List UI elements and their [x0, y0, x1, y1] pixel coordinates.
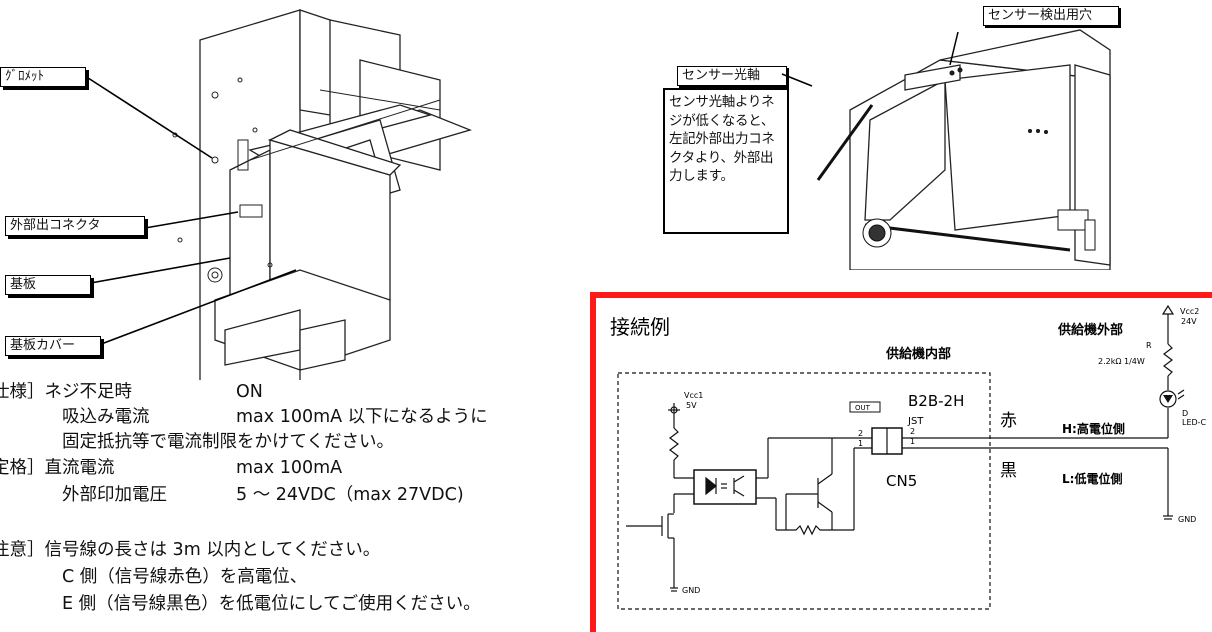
vcc2-label: Vcc2 [1180, 307, 1199, 316]
low-side-label: L:低電位側 [1062, 471, 1122, 486]
sensor-axis-leader [781, 73, 813, 87]
vcc1-label: Vcc1 [684, 391, 703, 400]
connector-name: CN5 [886, 472, 917, 490]
led-d-label: D [1182, 409, 1188, 418]
spec-label: 外部印加電圧 [0, 485, 167, 505]
callout-board: 基板 [5, 275, 91, 295]
pin1-right: 1 [910, 437, 915, 446]
circuit-title: 接続例 [610, 315, 670, 339]
r-value: 2.2kΩ 1/4W [1098, 357, 1145, 366]
spec-value: 固定抵抗等で電流制限をかけてください。 [0, 432, 394, 452]
circuit-diagram: 接続例 供給機外部 供給機内部 Vcc1 5V [610, 304, 1207, 610]
out-tag-text: OUT [855, 404, 871, 412]
spec-label: 吸込み電流 [0, 407, 150, 427]
spec-label: 仕様］ネジ不足時 [0, 382, 132, 402]
sensor-hole-label: センサー検出用穴 [983, 6, 1119, 26]
pin1-left: 1 [858, 439, 863, 448]
red-wire-label: 赤 [1000, 411, 1017, 431]
inside-boundary [617, 372, 991, 610]
spec-value: max 100mA [236, 458, 343, 478]
callout-grommet: ｸﾞﾛﾒｯﾄ [0, 67, 86, 87]
pin2-left: 2 [858, 429, 863, 438]
left-mechanical-drawing [84, 9, 472, 380]
connector-maker: JST [907, 416, 924, 427]
spec-value: ON [236, 382, 263, 402]
spec-label: 定格］直流電流 [0, 458, 115, 478]
spec-value: max 100mA 以下になるように [236, 407, 488, 427]
spec-note: E 側（信号線黒色）を低電位にしてご使用ください。 [0, 594, 481, 614]
spec-note: C 側（信号線赤色）を高電位、 [0, 567, 308, 587]
pin2-right: 2 [910, 427, 915, 436]
high-side-label: H:高電位側 [1062, 421, 1125, 436]
led-label: LED-C [1182, 418, 1207, 427]
callout-external-connector: 外部出コネクタ [5, 216, 145, 236]
black-wire-label: 黒 [1000, 461, 1017, 481]
gnd-label: GND [682, 586, 700, 595]
sensor-note: センサ光軸よりネジが低くなると、左記外部出力コネクタより、外部出力します。 [663, 88, 789, 234]
spec-value: 5 ～ 24VDC（max 27VDC) [236, 485, 464, 505]
circuit-frame [590, 292, 1212, 632]
callout-board-cover: 基板カバー [5, 336, 101, 356]
outside-label: 供給機外部 [1057, 322, 1123, 338]
connector-part: B2B-2H [908, 392, 964, 410]
r-label: R [1146, 341, 1152, 350]
gnd-ext-label: GND [1178, 515, 1196, 524]
spec-note: 注意］信号線の長さは 3m 以内としてください。 [0, 540, 381, 560]
photocoupler [693, 469, 757, 505]
inside-label: 供給機内部 [885, 346, 951, 362]
out-tag [849, 401, 881, 413]
vcc1-voltage: 5V [686, 401, 697, 410]
vcc2-voltage: 24V [1181, 317, 1197, 326]
right-machine-drawing [816, 29, 1111, 270]
led-symbol [1163, 395, 1173, 403]
sensor-axis-label: センサー光軸 [677, 66, 787, 86]
